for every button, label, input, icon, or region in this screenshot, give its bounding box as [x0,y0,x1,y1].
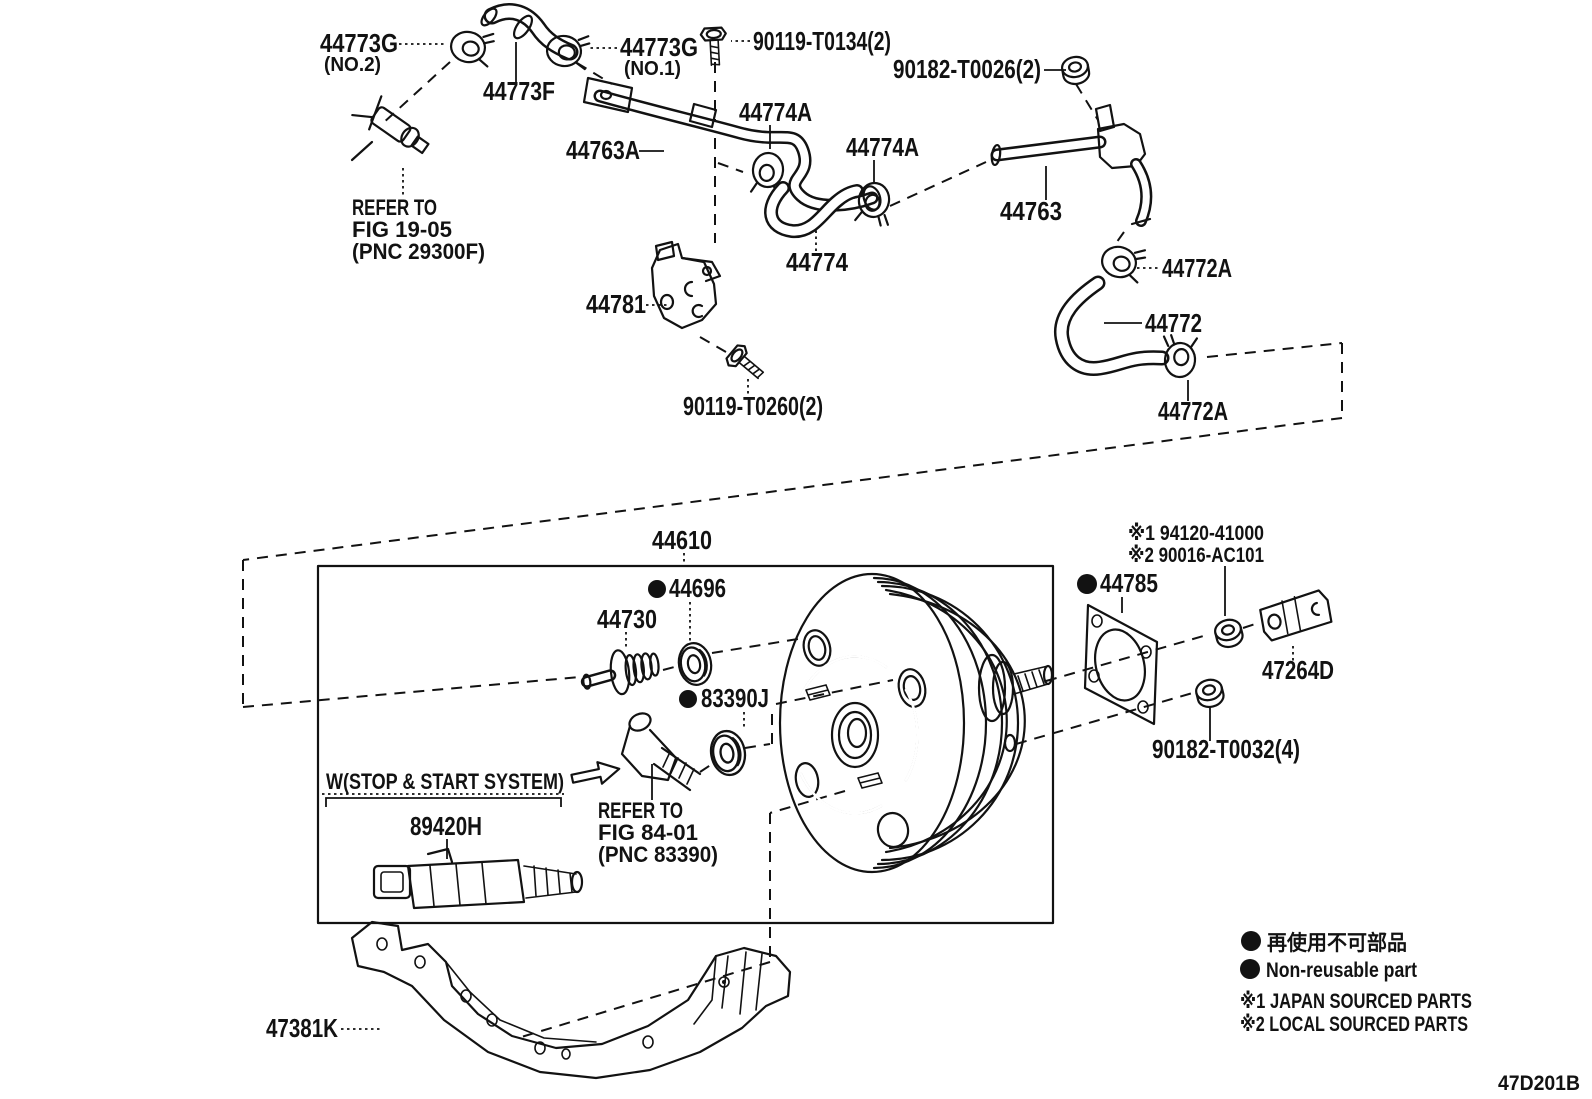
callout-90182-t0032: 90182-T0032(4) [1152,734,1300,764]
non-reusable-legend-bullet-jp [1241,931,1261,951]
legend: 再使用不可部品 Non-reusable part ※1 JAPAN SOURC… [1240,931,1580,1095]
callout-44763: 44763 [1000,196,1062,226]
hose-44772-drawing [1053,275,1170,376]
note-sourced-local: ※2 90016-AC101 [1128,544,1264,567]
bracket-47264d-drawing [1259,589,1333,642]
callout-44781: 44781 [586,289,646,319]
sensor-89420h-drawing [372,847,584,910]
grommet-44696-drawing [674,639,716,689]
bracket-44781-drawing [650,240,722,330]
callout-90182-t0026: 90182-T0026(2) [893,54,1041,84]
note-refer-fig84-line3: (PNC 83390) [598,842,718,867]
diagram-code: 47D201B [1498,1072,1580,1095]
bracket-47381k-drawing [350,920,792,1080]
note-refer-fig19-line3: (PNC 29300F) [352,239,485,264]
nut-90182-t0032-drawing [1192,676,1227,711]
grommet-83390j-drawing [706,727,750,779]
note-refer-fig19-line2: FIG 19-05 [352,217,452,242]
callout-44773g-no1-sub: (NO.1) [624,58,681,80]
pipe-44763a-drawing [582,76,882,212]
non-reusable-marker-83390j [679,690,697,708]
legend-local-sourced: ※2 LOCAL SOURCED PARTS [1240,1013,1468,1036]
callout-44763a: 44763A [566,135,640,165]
callout-44773g-no2-sub: (NO.2) [324,54,381,76]
bolt-90119-t0260-drawing [722,341,770,387]
callout-44785: 44785 [1100,568,1158,598]
pipe-44763-drawing [990,103,1153,227]
callout-47264d: 47264D [1262,655,1334,685]
legend-non-reusable-jp: 再使用不可部品 [1267,931,1407,955]
bolt-90119-t0134-drawing [699,26,729,67]
nut-94120-90016-drawing [1211,616,1246,651]
clamp-44772a-1-drawing [1097,239,1148,284]
note-stop-start-system: W(STOP & START SYSTEM) [326,769,564,794]
callout-44774a-1: 44774A [739,97,812,127]
callout-44730: 44730 [597,604,657,634]
callout-44696: 44696 [669,573,726,603]
clamp-44772a-2-drawing [1159,333,1199,380]
callout-44772a-1: 44772A [1162,253,1232,283]
callout-89420h: 89420H [410,811,482,841]
callout-44774a-2: 44774A [846,132,919,162]
callout-44773f: 44773F [483,76,555,106]
note-refer-fig84-line1: REFER TO [598,798,683,823]
callout-83390j: 83390J [701,683,769,713]
booster-assembly-box [316,564,1055,925]
non-reusable-legend-bullet-en [1240,959,1260,979]
callout-44773g-no1: 44773G [620,32,698,62]
arrow-icon [570,761,621,785]
callout-44772a-2: 44772A [1158,396,1228,426]
callout-90119-t0134: 90119-T0134(2) [753,26,891,56]
clamp-44773g-no2-drawing [447,24,497,68]
elbow-connector-83390-drawing [620,712,702,792]
brake-booster-drawing [778,572,1054,874]
note-sourced-japan: ※1 94120-41000 [1128,522,1264,545]
callout-44774: 44774 [786,247,848,277]
callout-44610: 44610 [652,525,712,555]
legend-japan-sourced: ※1 JAPAN SOURCED PARTS [1240,990,1472,1013]
non-reusable-marker-44785 [1077,574,1097,594]
callout-44773g-no2: 44773G [320,28,398,58]
callout-labels: 44773G (NO.2) 44773F 44773G (NO.1) 90119… [266,26,1334,1043]
callout-44772: 44772 [1145,308,1202,338]
hose-44774-drawing [764,181,864,239]
pushrod-44730-drawing [580,649,660,696]
vacuum-hose-44773f-drawing [480,3,579,61]
leader-lines [322,40,1294,1030]
note-refer-fig84-line2: FIG 84-01 [598,820,698,845]
gasket-44785-drawing [1083,603,1159,726]
check-valve-drawing [350,95,430,162]
callout-47381k: 47381K [266,1013,338,1043]
callout-90119-t0260: 90119-T0260(2) [683,391,823,421]
construction-lines [242,61,1343,1039]
note-refer-fig19-line1: REFER TO [352,195,437,220]
legend-non-reusable-en: Non-reusable part [1266,959,1417,982]
non-reusable-marker-44696 [648,580,666,598]
